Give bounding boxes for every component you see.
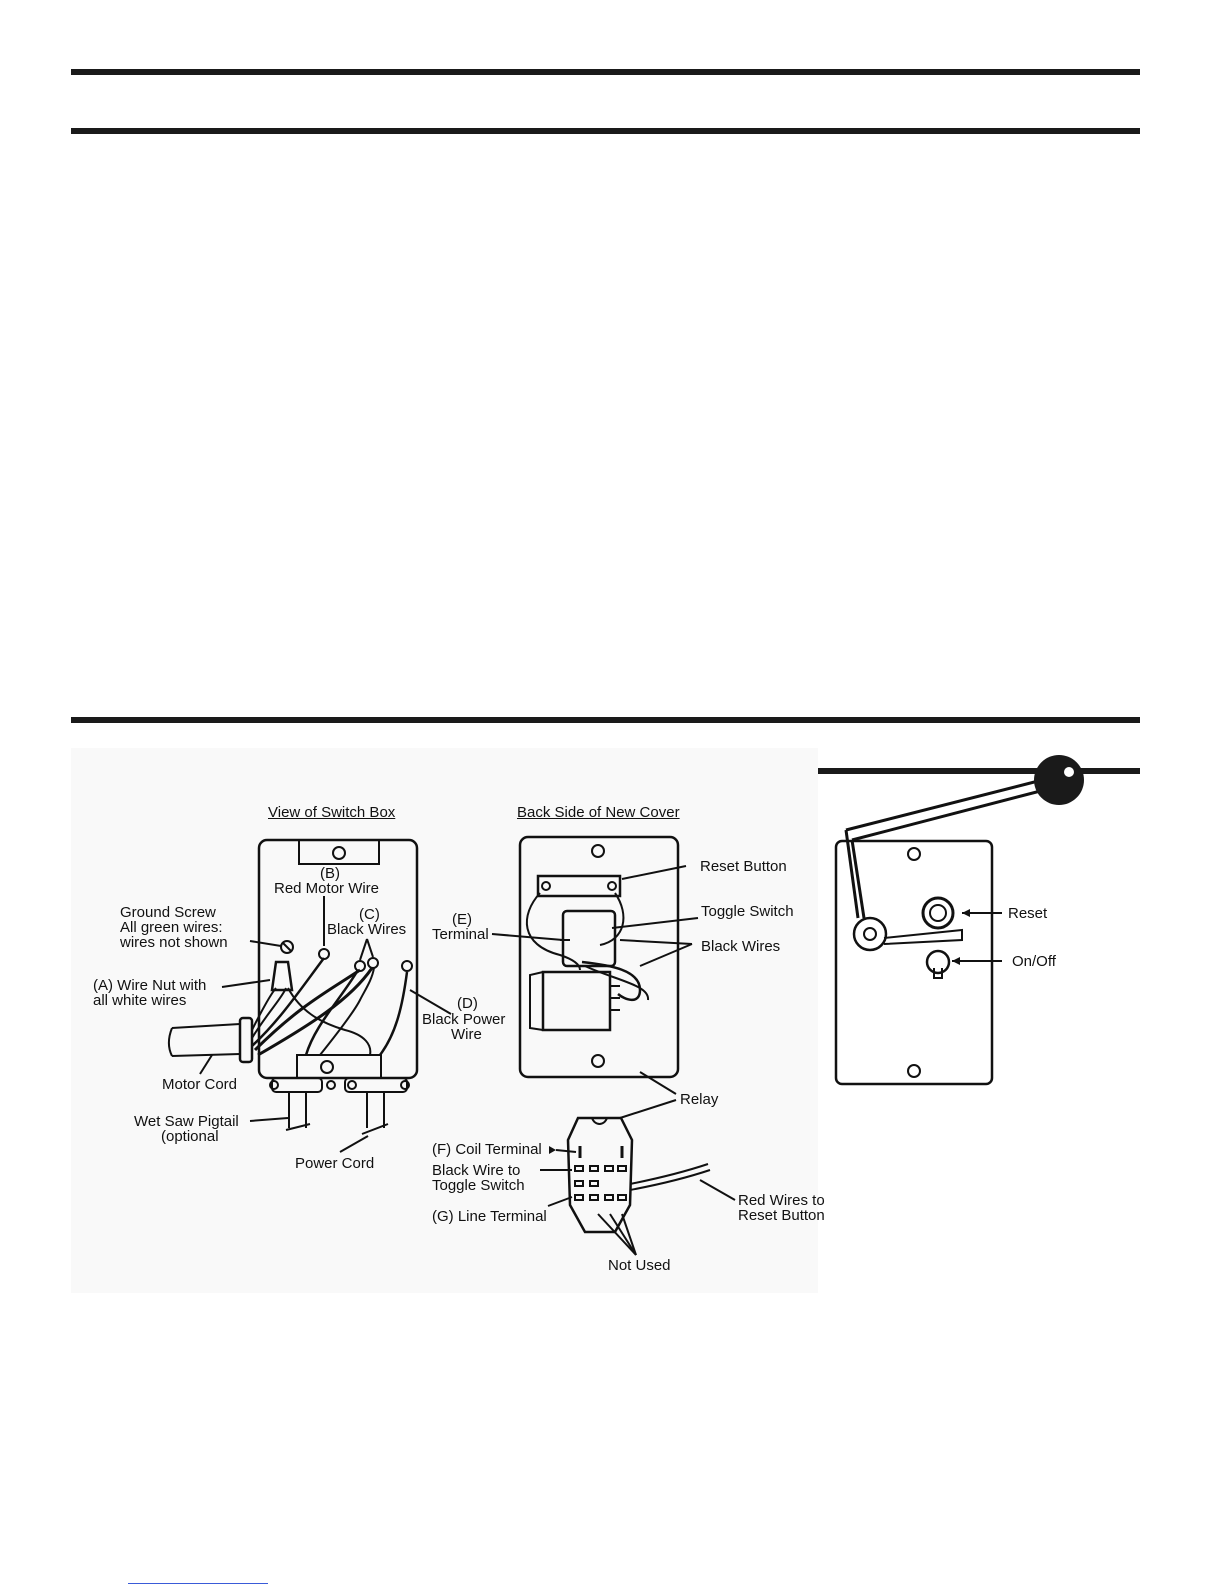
switch-box-title: View of Switch Box	[268, 804, 396, 821]
label-ground-screw: Ground Screw	[120, 904, 216, 921]
label-red-motor-wire: Red Motor Wire	[274, 880, 380, 897]
reset-button-icon	[921, 896, 955, 930]
label-e-letter: (E)	[452, 911, 472, 928]
label-c-letter: (C)	[359, 906, 380, 923]
label-wet-saw-pigtail: Wet Saw Pigtail	[134, 1113, 239, 1130]
relay-detail	[540, 1116, 736, 1256]
label-line-terminal: (G) Line Terminal	[432, 1208, 547, 1225]
wrench-knob-icon	[1034, 755, 1084, 805]
label-red-wires-to: Red Wires to	[738, 1192, 825, 1209]
top-rule-1	[71, 69, 1140, 75]
switch-box	[168, 838, 452, 1153]
label-terminal: Terminal	[432, 926, 489, 943]
label-on-off: On/Off	[1012, 953, 1056, 970]
label-d-letter: (D)	[457, 995, 478, 1012]
label-black-power: Black Power	[422, 1011, 506, 1028]
ground-screw-icon	[280, 940, 294, 954]
label-coil-terminal: (F) Coil Terminal	[432, 1141, 542, 1158]
label-wire-nut: (A) Wire Nut with	[93, 977, 207, 994]
label-motor-cord: Motor Cord	[162, 1076, 238, 1093]
label-reset-button: Reset Button	[700, 858, 787, 875]
label-optional: (optional	[161, 1128, 219, 1145]
new-cover-title: Back Side of New Cover	[517, 804, 680, 821]
diagram-panel	[71, 748, 818, 1293]
label-white-wires: all white wires	[93, 992, 187, 1009]
label-toggle-switch: Toggle Switch	[701, 903, 794, 920]
footer-link-underline[interactable]	[128, 1583, 268, 1584]
wire-nut-icon	[270, 960, 294, 992]
toggle-icon	[925, 949, 951, 975]
label-power-wire: Wire	[451, 1026, 482, 1043]
label-power-cord: Power Cord	[295, 1155, 375, 1172]
top-rule-2	[71, 128, 1140, 134]
label-black-wire-to: Black Wire to	[432, 1162, 521, 1179]
label-green-wires: All green wires:	[120, 919, 223, 936]
label-b-letter: (B)	[320, 865, 340, 882]
label-not-used: Not Used	[608, 1257, 671, 1274]
label-reset: Reset	[1008, 905, 1048, 922]
label-toggle-switch-wire: Toggle Switch	[432, 1177, 525, 1194]
front-cover	[834, 776, 1053, 1086]
label-wires-not-shown: wires not shown	[120, 934, 228, 951]
label-black-wires-cover: Black Wires	[701, 938, 781, 955]
new-cover-back	[491, 835, 699, 1119]
label-black-wires: Black Wires	[327, 921, 407, 938]
label-relay: Relay	[680, 1091, 719, 1108]
section-rule-1	[71, 717, 1140, 723]
label-reset-button-wire: Reset Button	[738, 1207, 825, 1224]
